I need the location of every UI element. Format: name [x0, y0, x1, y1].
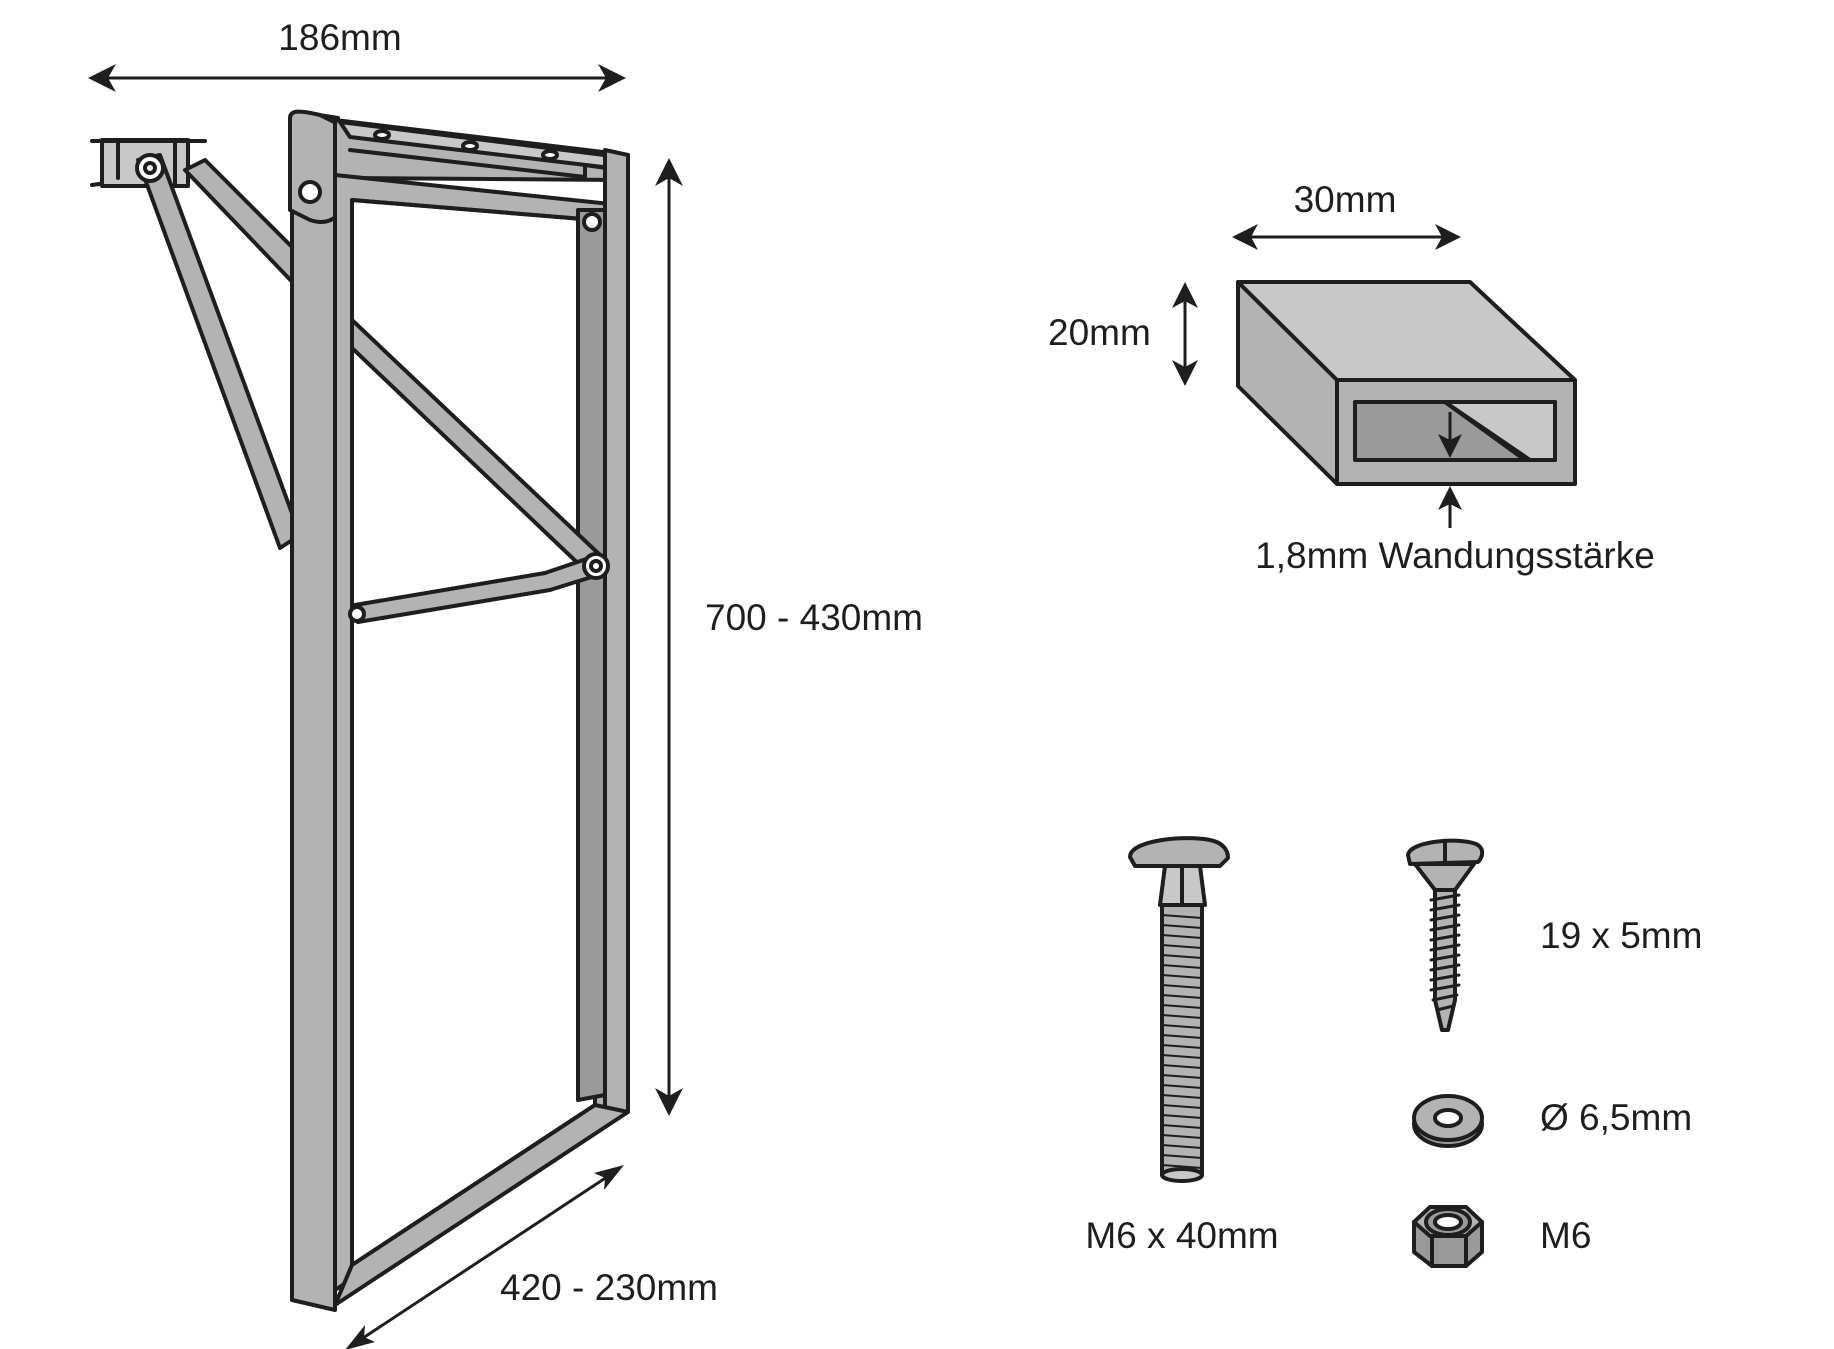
wood-screw-label: 19 x 5mm [1540, 915, 1702, 956]
dimension-depth: 420 - 230mm [345, 1165, 718, 1349]
tube-profile [1236, 280, 1577, 528]
tube-dimension-height: 20mm [1048, 282, 1198, 386]
wood-screw: 19 x 5mm [1406, 838, 1702, 1032]
washer: Ø 6,5mm [1412, 1094, 1692, 1148]
carriage-bolt-label: M6 x 40mm [1085, 1215, 1278, 1256]
height-label: 700 - 430mm [705, 597, 923, 638]
washer-label: Ø 6,5mm [1540, 1097, 1692, 1138]
tube-height-label: 20mm [1048, 312, 1151, 353]
folding-bracket [90, 109, 630, 1312]
tube-wall-label: 1,8mm Wandungsstärke [1255, 535, 1655, 576]
width-label: 186mm [278, 17, 401, 58]
fold-arm [348, 552, 610, 624]
dimension-width: 186mm [88, 17, 626, 92]
hex-nut: M6 [1412, 1205, 1591, 1268]
tube-width-label: 30mm [1294, 179, 1397, 220]
depth-label: 420 - 230mm [500, 1267, 718, 1308]
tube-dimension-width: 30mm [1232, 179, 1461, 250]
nut-label: M6 [1540, 1215, 1591, 1256]
frame-right-post [603, 148, 630, 1122]
carriage-bolt: M6 x 40mm [1085, 836, 1279, 1256]
frame-bottom-rail [333, 1103, 630, 1307]
diagonal-brace [350, 318, 602, 572]
support-strut [135, 153, 302, 550]
dimension-height: 700 - 430mm [655, 158, 923, 1116]
frame-left-post [288, 109, 342, 1312]
